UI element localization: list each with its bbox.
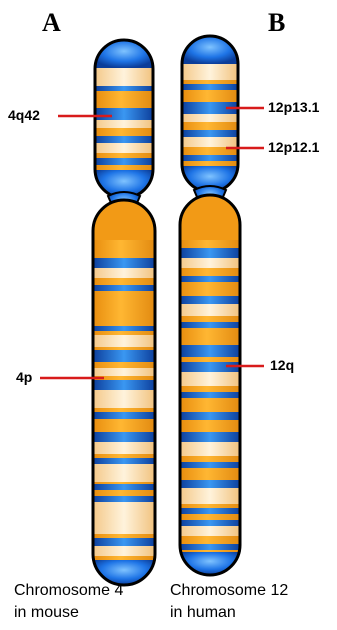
band-label-4p: 4p: [16, 369, 32, 385]
caption-b-line1: Chromosome 12: [170, 580, 288, 602]
chromosome-a: [93, 40, 155, 585]
chromosome-a-long-arm: [93, 200, 155, 585]
chromosome-b: [180, 36, 240, 575]
caption-a: Chromosome 4 in mouse: [14, 580, 123, 624]
chromosome-b-short-arm: [182, 36, 238, 192]
band-label-12p13-1: 12p13.1: [268, 99, 319, 115]
band-label-12p12-1: 12p12.1: [268, 139, 319, 155]
caption-b: Chromosome 12 in human: [170, 580, 288, 624]
caption-b-line2: in human: [170, 602, 288, 624]
caption-a-line1: Chromosome 4: [14, 580, 123, 602]
caption-a-line2: in mouse: [14, 602, 123, 624]
band-label-12q: 12q: [270, 357, 294, 373]
band-label-4q42: 4q42: [8, 107, 40, 123]
chromosome-b-long-arm: [180, 195, 240, 575]
chromosome-a-short-arm: [95, 40, 153, 198]
